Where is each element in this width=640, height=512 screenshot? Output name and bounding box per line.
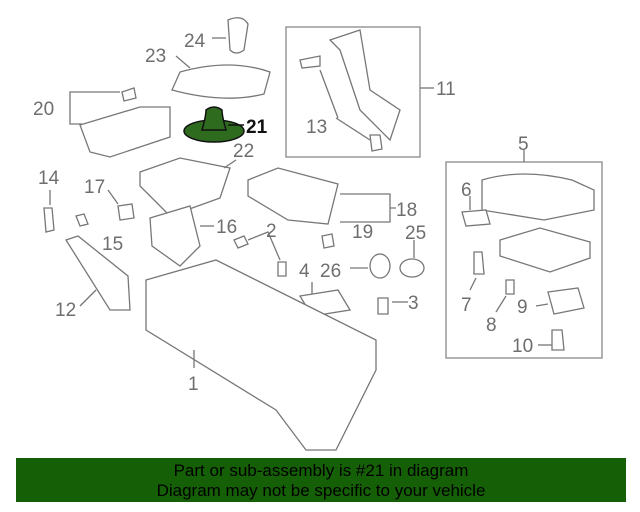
banner-line-1: Part or sub-assembly is #21 in diagram <box>173 461 469 480</box>
panel-16[interactable] <box>149 205 201 267</box>
trim-11[interactable] <box>328 29 401 142</box>
shift-knob[interactable] <box>227 17 249 54</box>
callout-20: 20 <box>33 99 54 120</box>
callout-3: 3 <box>408 293 419 314</box>
callout-22: 22 <box>233 141 254 162</box>
callout-7: 7 <box>461 295 472 316</box>
callout-2: 2 <box>266 221 277 242</box>
callout-12: 12 <box>55 300 76 321</box>
callout-18: 18 <box>396 200 417 221</box>
clip-13a[interactable] <box>299 55 321 69</box>
clip-15[interactable] <box>75 213 89 227</box>
clip-8[interactable] <box>505 279 515 295</box>
part-info-banner: Part or sub-assembly is #21 in diagram D… <box>16 458 626 502</box>
callout-11: 11 <box>436 79 456 100</box>
clip-17[interactable] <box>117 203 135 221</box>
clip-13b[interactable] <box>369 134 383 152</box>
bracket-14[interactable] <box>43 207 55 233</box>
callout-26: 26 <box>320 261 341 282</box>
shift-bezel[interactable] <box>171 64 271 99</box>
socket-25[interactable] <box>399 258 425 278</box>
detail-box-11 <box>285 26 421 158</box>
callout-24: 24 <box>184 31 206 52</box>
side-trim-20[interactable] <box>79 106 171 158</box>
screw-3[interactable] <box>377 297 389 315</box>
cup-holder-18[interactable] <box>247 167 339 225</box>
socket-26[interactable] <box>369 253 391 279</box>
hinge-6[interactable] <box>461 209 491 227</box>
armrest-base[interactable] <box>499 227 591 273</box>
callout-10: 10 <box>512 336 533 357</box>
console-panel-22[interactable] <box>139 157 231 217</box>
callout-16: 16 <box>216 217 237 238</box>
clip-7[interactable] <box>473 251 485 275</box>
callout-19: 19 <box>352 222 373 243</box>
screw-10[interactable] <box>551 329 565 351</box>
side-panel-12[interactable] <box>65 235 131 311</box>
console-body-1[interactable] <box>145 259 377 451</box>
callout-21[interactable]: 21 <box>246 117 268 138</box>
callout-23: 23 <box>145 46 166 67</box>
callout-4: 4 <box>299 261 310 282</box>
callout-6: 6 <box>461 180 472 201</box>
screw-2b[interactable] <box>277 261 287 277</box>
callout-25: 25 <box>405 223 426 244</box>
clip-20[interactable] <box>121 87 137 102</box>
banner-line-2: Diagram may not be specific to your vehi… <box>156 481 486 500</box>
callout-9: 9 <box>517 297 528 318</box>
bracket-9[interactable] <box>547 287 585 315</box>
screw-2a[interactable] <box>233 235 249 249</box>
callout-5: 5 <box>518 134 529 155</box>
callout-8: 8 <box>486 315 497 336</box>
callout-14: 14 <box>38 168 60 189</box>
callout-17: 17 <box>84 177 105 198</box>
clip-19[interactable] <box>321 233 335 249</box>
callout-15: 15 <box>102 234 123 255</box>
callout-13: 13 <box>306 117 327 138</box>
armrest-lid-5[interactable] <box>481 173 595 221</box>
callout-1: 1 <box>188 374 199 395</box>
